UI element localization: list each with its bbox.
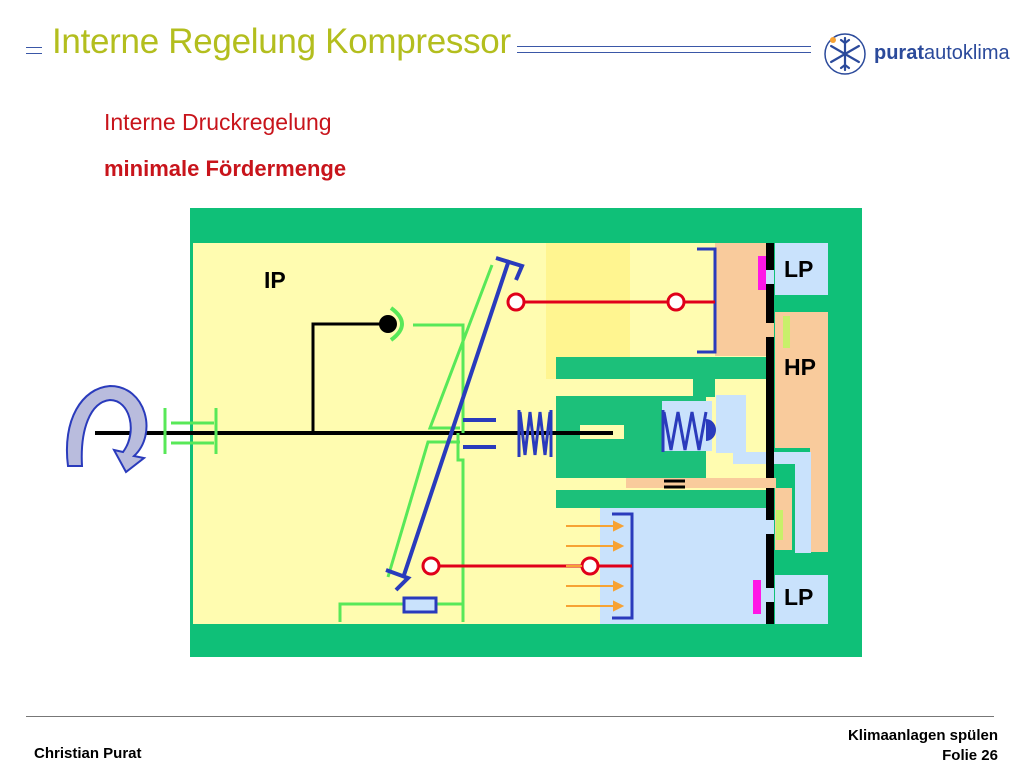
compressor-diagram: IP LP HP LP bbox=[65, 208, 862, 657]
footer-slide-number: Folie 26 bbox=[942, 747, 998, 764]
marker-lime-top bbox=[783, 316, 790, 348]
valve-body bbox=[716, 395, 746, 453]
swash-base bbox=[338, 602, 465, 622]
footer-info: Klimaanlagen spülen Folie 26 bbox=[848, 726, 998, 766]
valve-port-mid bbox=[766, 478, 774, 488]
lp-chamber-top bbox=[775, 243, 828, 295]
label-lp-bottom: LP bbox=[784, 584, 813, 610]
valve-ball bbox=[706, 419, 716, 441]
hp-chamber bbox=[775, 312, 828, 448]
lp-duct-vertical bbox=[795, 455, 811, 553]
marker-lime-bottom bbox=[776, 510, 783, 540]
suction-arrows bbox=[566, 520, 625, 612]
marker-magenta-top bbox=[758, 256, 766, 290]
main-spring bbox=[518, 411, 552, 456]
valve-port-hp bbox=[766, 323, 774, 337]
slide-title: Interne Regelung Kompressor bbox=[52, 22, 511, 61]
lp-chamber-bottom bbox=[775, 575, 828, 624]
logo-wordmark: puratautoklima bbox=[874, 42, 1010, 65]
ip-sensor-ball bbox=[379, 315, 397, 333]
control-piston-cap bbox=[693, 377, 715, 397]
ip-sensor-arm bbox=[311, 322, 388, 433]
swash-base-block bbox=[402, 596, 438, 614]
marker-magenta-bottom bbox=[753, 580, 761, 614]
hp-passage bbox=[626, 478, 776, 488]
logo-brand-bold: purat bbox=[874, 42, 924, 64]
label-hp: HP bbox=[784, 354, 816, 380]
hp-chamber-lower bbox=[810, 448, 828, 552]
swash-plate bbox=[401, 259, 511, 579]
title-rule-right bbox=[517, 46, 811, 53]
section-subtitle: Interne Druckregelung bbox=[104, 109, 332, 135]
label-ip: IP bbox=[264, 267, 286, 293]
pivot-lower-right bbox=[580, 556, 600, 576]
piston-rod-green bbox=[427, 264, 494, 430]
swash-arm-lower bbox=[456, 433, 465, 622]
footer-author: Christian Purat bbox=[34, 745, 142, 762]
swash-plate-top-end bbox=[495, 256, 525, 281]
pivot-upper-left bbox=[506, 292, 526, 312]
pivot-lower-left bbox=[421, 556, 441, 576]
valve-port-lp-top bbox=[766, 270, 774, 284]
ip-sensor-cup bbox=[389, 306, 404, 342]
snowflake-icon bbox=[824, 33, 866, 75]
title-bar: Interne Regelung Kompressor puratautokli… bbox=[0, 0, 1024, 100]
logo-brand-light: autoklima bbox=[924, 42, 1010, 64]
rotation-arrow-icon bbox=[65, 384, 148, 474]
company-logo: puratautoklima bbox=[822, 31, 1012, 77]
section-subtitle-bold: minimale Fördermenge bbox=[104, 156, 347, 181]
control-piston-bottom bbox=[556, 490, 770, 508]
swash-plate-bottom-end bbox=[385, 568, 412, 592]
valve-port-lower bbox=[766, 520, 774, 534]
label-lp-top: LP bbox=[784, 256, 813, 282]
footer-rule bbox=[26, 716, 994, 717]
control-piston-top bbox=[556, 357, 770, 379]
pivot-upper-right bbox=[666, 292, 686, 312]
footer-course: Klimaanlagen spülen bbox=[847, 727, 998, 744]
valve-plate bbox=[766, 243, 774, 624]
title-rule-left bbox=[26, 47, 42, 54]
valve-port-lp-bottom bbox=[766, 588, 774, 602]
chamber-highlight bbox=[546, 243, 630, 379]
valve-spring bbox=[662, 411, 708, 451]
shaft-coupling bbox=[163, 408, 218, 454]
